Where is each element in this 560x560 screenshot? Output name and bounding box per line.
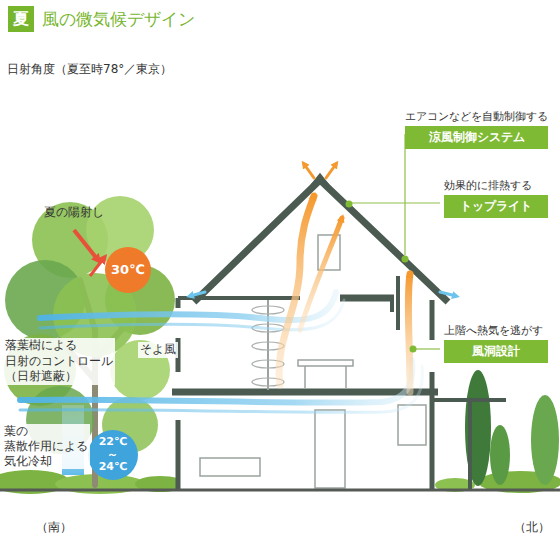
callout-heading: 上階へ熱気を逃がす	[444, 323, 548, 340]
temperature-circle: 30℃	[105, 247, 151, 293]
leader-dot	[346, 201, 417, 353]
annotation-label: 日射角度（夏至時78°／東京）	[7, 62, 172, 78]
annotation-label: 葉の 蒸散作用による 気化冷却	[2, 424, 90, 469]
feature-band: 涼風制御システム	[405, 126, 548, 149]
annotation-label: 落葉樹による 日射のコントロール （日射遮蔽）	[3, 338, 115, 385]
feature-band: トップライト	[444, 195, 548, 218]
sun-ray	[74, 230, 104, 276]
heat-flow	[279, 164, 410, 392]
ground-line	[0, 489, 560, 492]
annotation-label: （南）	[36, 520, 72, 536]
badge-text: 夏	[13, 9, 29, 28]
callout-heading: エアコンなどを自動制御する	[405, 110, 548, 126]
leader-line	[352, 134, 440, 349]
feature-callout: 効果的に排熱するトップライト	[444, 178, 548, 218]
feature-callout: エアコンなどを自動制御する涼風制御システム	[405, 110, 548, 149]
annotation-label: （北）	[514, 520, 550, 536]
annotation-label: 夏の陽射し	[44, 205, 104, 221]
diagram-title: 風の微気候デザイン	[42, 8, 195, 30]
temperature-text: 30℃	[111, 263, 145, 278]
season-badge: 夏	[8, 6, 34, 32]
temperature-circle: 22℃ ～24℃	[88, 430, 138, 480]
feature-callout: 上階へ熱気を逃がす風洞設計	[444, 323, 548, 363]
callout-heading: 効果的に排熱する	[444, 178, 548, 195]
feature-band: 風洞設計	[444, 340, 548, 363]
annotation-label: そよ風	[138, 342, 178, 358]
temperature-text: 22℃ ～24℃	[99, 436, 128, 474]
